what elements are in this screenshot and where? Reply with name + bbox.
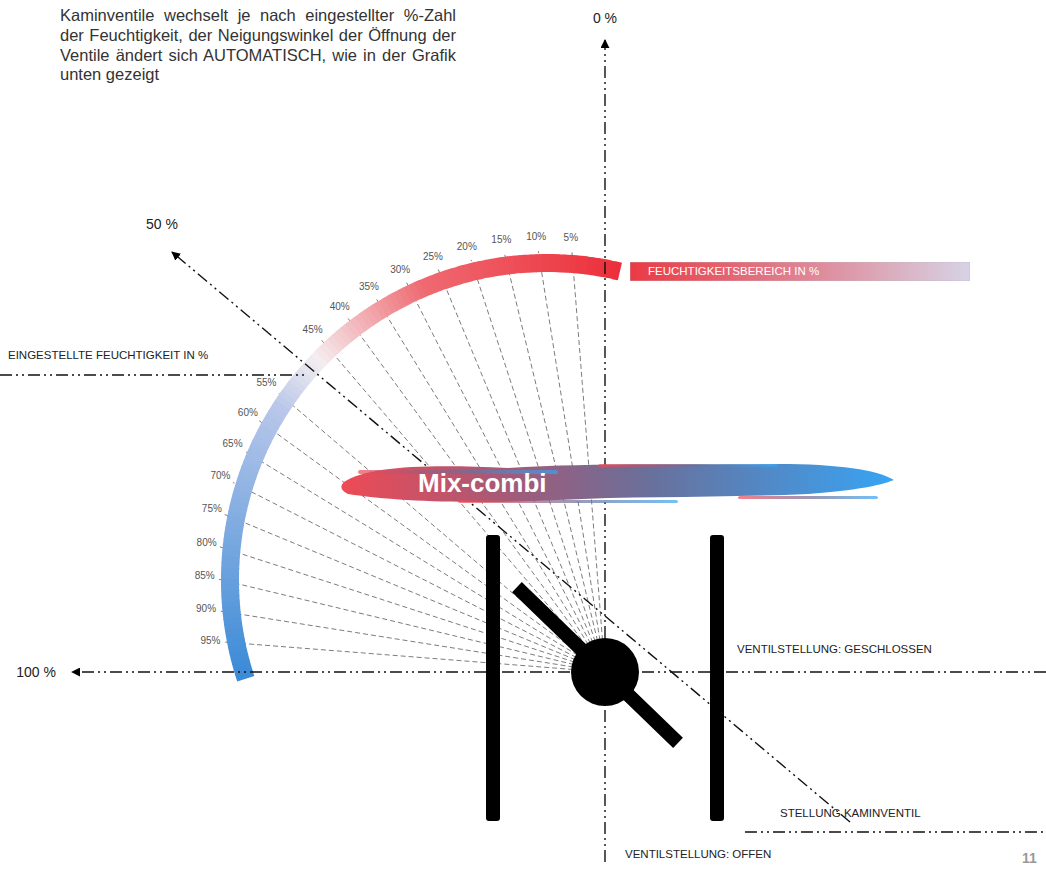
humidity-band: FEUCHTIGKEITSBEREICH IN %: [630, 262, 970, 281]
percent-tick: 40%: [329, 301, 351, 313]
percent-tick: 60%: [237, 407, 259, 419]
percent-tick: 75%: [201, 503, 223, 515]
percent-tick: 15%: [490, 234, 512, 246]
arc-segment: [221, 573, 239, 580]
band-fill: [630, 262, 970, 281]
percent-tick: 5%: [563, 232, 579, 244]
percent-tick: 35%: [358, 281, 380, 293]
percent-tick: 10%: [525, 232, 547, 244]
percent-tick: 85%: [194, 570, 216, 582]
position-label: STELLUNG KAMINVENTIL: [780, 807, 921, 820]
axis-label: 50 %: [146, 216, 178, 232]
percent-tick: 25%: [422, 251, 444, 263]
axis-label: 0 %: [593, 10, 617, 26]
percent-tick: 70%: [209, 470, 231, 482]
percent-ray: [259, 421, 605, 672]
leader-line: [745, 831, 1046, 832]
percent-tick: 55%: [255, 377, 277, 389]
intro-text: Kaminventile wechselt je nach eingestell…: [60, 6, 456, 85]
brush-streak: [598, 464, 778, 467]
percent-tick: 65%: [222, 438, 244, 450]
brush-streak: [738, 496, 878, 499]
brand-brush: Mix-combi: [338, 456, 898, 510]
percent-tick: 30%: [389, 264, 411, 276]
node-text: FEUCHTIGKEITSBEREICH IN %: [630, 262, 970, 281]
arc-segment: [547, 254, 554, 272]
percent-ray: [505, 254, 605, 672]
percent-ray: [225, 515, 605, 672]
axis-label: 100 %: [16, 664, 56, 680]
brush-streak: [458, 500, 678, 503]
position-label: VENTILSTELLUNG: GESCHLOSSEN: [737, 643, 932, 656]
chimney-wall: [486, 535, 500, 821]
leader-line: [0, 374, 305, 375]
percent-tick: 45%: [302, 324, 324, 336]
axis-vertical: [604, 40, 605, 862]
position-label: VENTILSTELLUNG: OFFEN: [625, 848, 771, 861]
percent-tick: 80%: [196, 537, 218, 549]
percent-tick: 90%: [195, 603, 217, 615]
percent-tick: 20%: [456, 241, 478, 253]
valve-plate: [522, 592, 673, 738]
percent-ray: [224, 642, 605, 672]
setpoint-label: EINGESTELLTE FEUCHTIGKEIT IN %: [8, 349, 208, 362]
chimney-wall: [710, 535, 724, 821]
axis-horizontal: [72, 671, 1046, 672]
node-text: Mix-combi: [338, 456, 898, 510]
page-number: 11: [1022, 850, 1037, 866]
spacer: [605, 700, 606, 760]
valve-hub: [571, 638, 639, 706]
percent-ray: [233, 482, 605, 672]
percent-ray: [572, 252, 605, 672]
axis-fifty: [172, 252, 850, 822]
percent-tick: 95%: [199, 635, 221, 647]
